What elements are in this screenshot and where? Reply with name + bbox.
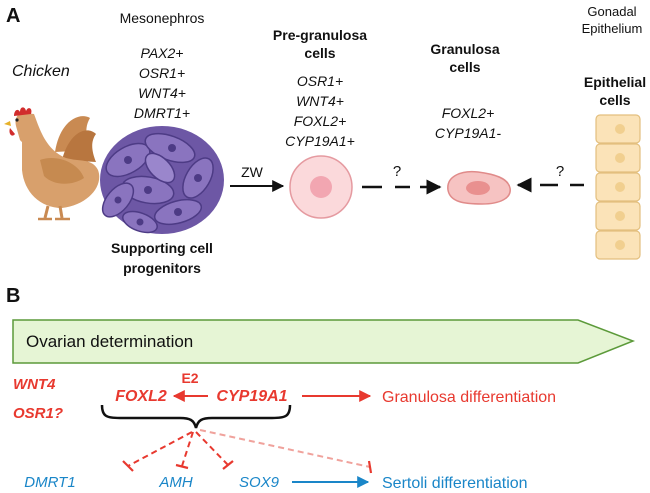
pregranulosa-marker-foxl2: FOXL2+ — [294, 113, 347, 129]
epithelial-label-line2: cells — [599, 92, 630, 108]
granulosa-marker-foxl2: FOXL2+ — [442, 105, 495, 121]
granulosa-title-line1: Granulosa — [430, 41, 499, 57]
pregranulosa-title-line1: Pre-granulosa — [273, 27, 367, 43]
cyp19a1-label: CYP19A1 — [216, 388, 287, 405]
inhibition-lines — [122, 429, 373, 474]
granulosa-title-line2: cells — [449, 59, 480, 75]
ovarian-determination-banner — [12, 319, 636, 364]
supporting-cell-label-line2: progenitors — [123, 260, 201, 276]
zw-label: ZW — [241, 164, 264, 180]
foxl2-label: FOXL2 — [115, 388, 167, 405]
panel-a-letter: A — [6, 5, 20, 27]
granulosa-cell-icon — [447, 170, 511, 205]
sox9-label: SOX9 — [239, 474, 280, 491]
pregranulosa-cell-icon — [289, 155, 353, 219]
gonadal-title-line1: Gonadal — [587, 4, 636, 19]
wnt4-label: WNT4 — [13, 376, 56, 393]
mesonephros-marker-osr1: OSR1+ — [139, 65, 185, 81]
pregranulosa-marker-wnt4: WNT4+ — [296, 93, 344, 109]
banner-label: Ovarian determination — [26, 332, 193, 351]
granulosa-marker-cyp19a1: CYP19A1- — [435, 125, 501, 141]
amh-label: AMH — [158, 474, 193, 491]
chicken-label: Chicken — [12, 63, 70, 80]
chicken-icon — [4, 107, 100, 221]
granulosa-diff-label: Granulosa differentiation — [382, 389, 556, 406]
mesonephros-marker-wnt4: WNT4+ — [138, 85, 186, 101]
question-mark-1: ? — [393, 163, 401, 180]
sertoli-diff-label: Sertoli differentiation — [382, 475, 528, 492]
panel-b-letter: B — [6, 285, 20, 307]
mesonephros-marker-pax2: PAX2+ — [141, 45, 184, 61]
question-mark-2: ? — [556, 163, 564, 180]
gonadal-title-line2: Epithelium — [582, 21, 643, 36]
pregranulosa-marker-osr1: OSR1+ — [297, 73, 343, 89]
epithelial-cells-icon — [595, 114, 641, 260]
mesonephros-title: Mesonephros — [120, 10, 205, 26]
dmrt1-label: DMRT1 — [24, 474, 75, 491]
e2-label: E2 — [181, 370, 198, 386]
supporting-cell-label-line1: Supporting cell — [111, 240, 213, 256]
epithelial-label-line1: Epithelial — [584, 74, 646, 90]
osr1-label: OSR1? — [13, 405, 63, 422]
pregranulosa-title-line2: cells — [304, 45, 335, 61]
pregranulosa-marker-cyp19a1: CYP19A1+ — [285, 133, 355, 149]
curly-brace — [100, 404, 292, 429]
mesonephros-marker-dmrt1: DMRT1+ — [134, 105, 190, 121]
progenitor-cluster-icon — [100, 126, 224, 234]
